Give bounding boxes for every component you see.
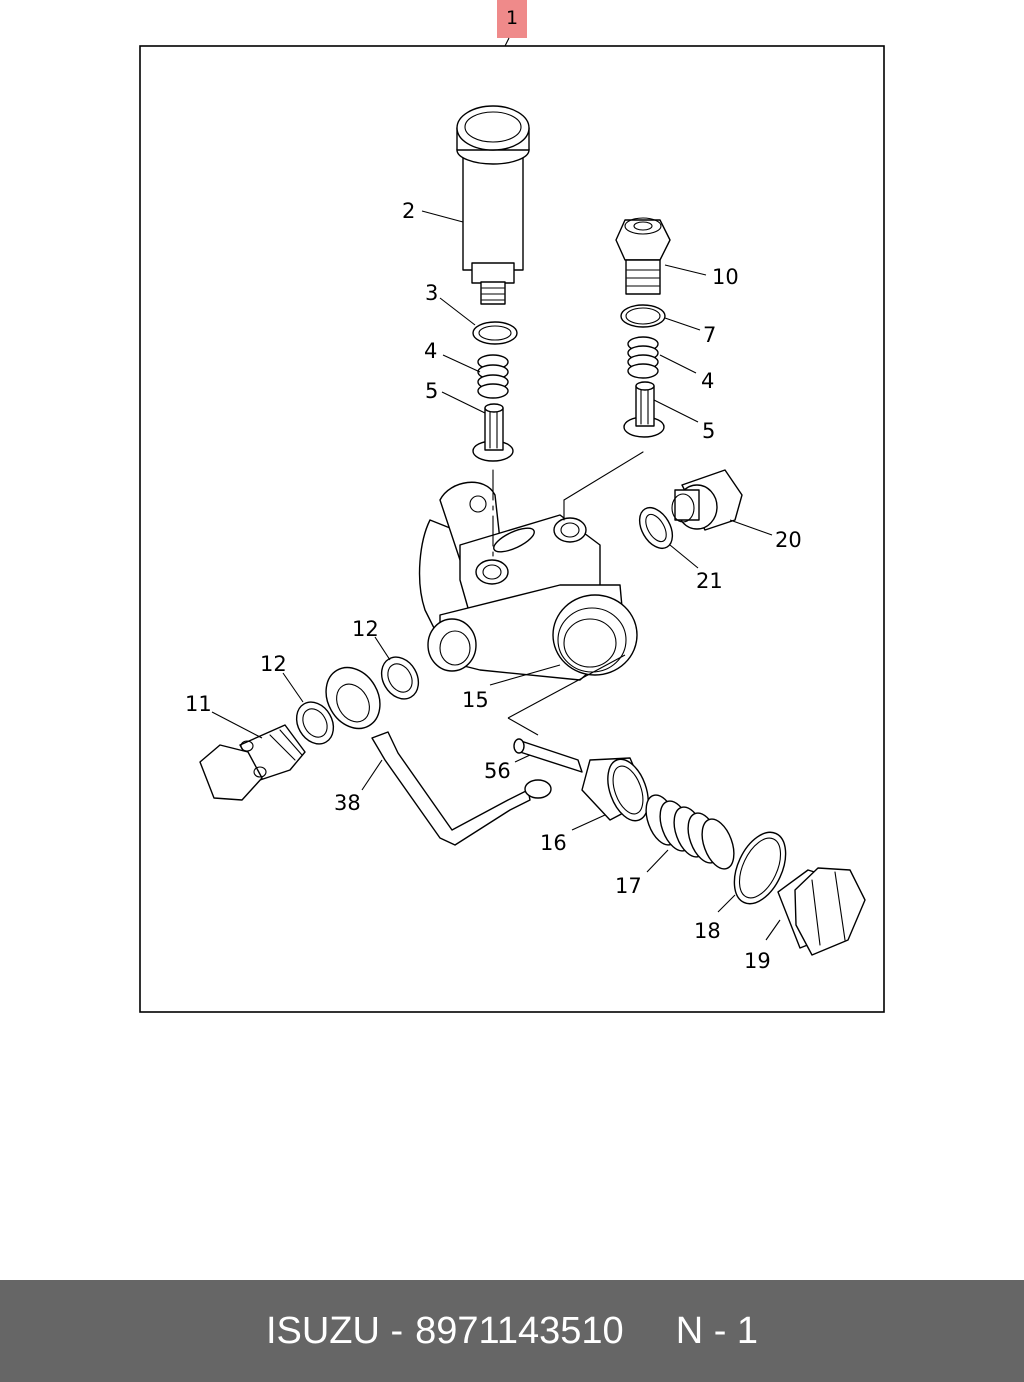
diagram-frame bbox=[139, 45, 885, 1013]
callout-5-right: 5 bbox=[702, 419, 715, 443]
reference-tag-box bbox=[497, 0, 527, 38]
exploded-parts-diagram: 1 bbox=[139, 0, 885, 1013]
callout-20: 20 bbox=[775, 528, 802, 552]
part-large-spring bbox=[645, 794, 735, 870]
callout-11: 11 bbox=[185, 692, 212, 716]
callout-15: 15 bbox=[462, 688, 489, 712]
callout-12-lower: 12 bbox=[260, 652, 287, 676]
callout-5-left: 5 bbox=[425, 379, 438, 403]
part-pipe-eye bbox=[325, 666, 552, 846]
callout-4-left: 4 bbox=[424, 339, 437, 363]
part-washer-right bbox=[638, 507, 674, 549]
callout-2: 2 bbox=[402, 199, 415, 223]
callout-7: 7 bbox=[703, 323, 716, 347]
part-plug-large bbox=[777, 867, 866, 956]
part-spring-left bbox=[477, 354, 509, 399]
callout-3: 3 bbox=[425, 281, 438, 305]
part-washer-a bbox=[380, 656, 420, 700]
part-check-valve-left bbox=[472, 403, 514, 462]
callout-21: 21 bbox=[696, 569, 723, 593]
callout-38: 38 bbox=[334, 791, 361, 815]
part-washer-b bbox=[295, 701, 335, 745]
part-plug-right bbox=[671, 469, 743, 531]
callout-17: 17 bbox=[615, 874, 642, 898]
footer-part-number: 8971143510 bbox=[415, 1309, 624, 1352]
callout-10: 10 bbox=[712, 265, 739, 289]
part-gasket-right bbox=[620, 304, 666, 328]
part-o-ring-left bbox=[472, 321, 518, 345]
part-priming-pump bbox=[456, 105, 530, 305]
callout-4-right: 4 bbox=[701, 369, 714, 393]
part-pin bbox=[513, 738, 583, 773]
part-gasket-large bbox=[733, 831, 787, 905]
part-fitting-right bbox=[615, 217, 671, 295]
footer-brand: ISUZU - bbox=[265, 1309, 404, 1352]
part-spring-right bbox=[627, 336, 659, 379]
reference-tag-label: 1 bbox=[506, 7, 518, 29]
callout-18: 18 bbox=[694, 919, 721, 943]
part-sleeve bbox=[581, 757, 649, 822]
footer-bar: ISUZU - 8971143510 N - 1 bbox=[0, 1280, 1024, 1382]
part-banjo-bolt bbox=[199, 724, 306, 801]
callout-19: 19 bbox=[744, 949, 771, 973]
callout-16: 16 bbox=[540, 831, 567, 855]
part-check-valve-right bbox=[623, 381, 665, 438]
callout-56: 56 bbox=[484, 759, 511, 783]
part-pump-body bbox=[418, 451, 644, 681]
footer-page-label: N - 1 bbox=[675, 1309, 759, 1352]
callout-12-upper: 12 bbox=[352, 617, 379, 641]
